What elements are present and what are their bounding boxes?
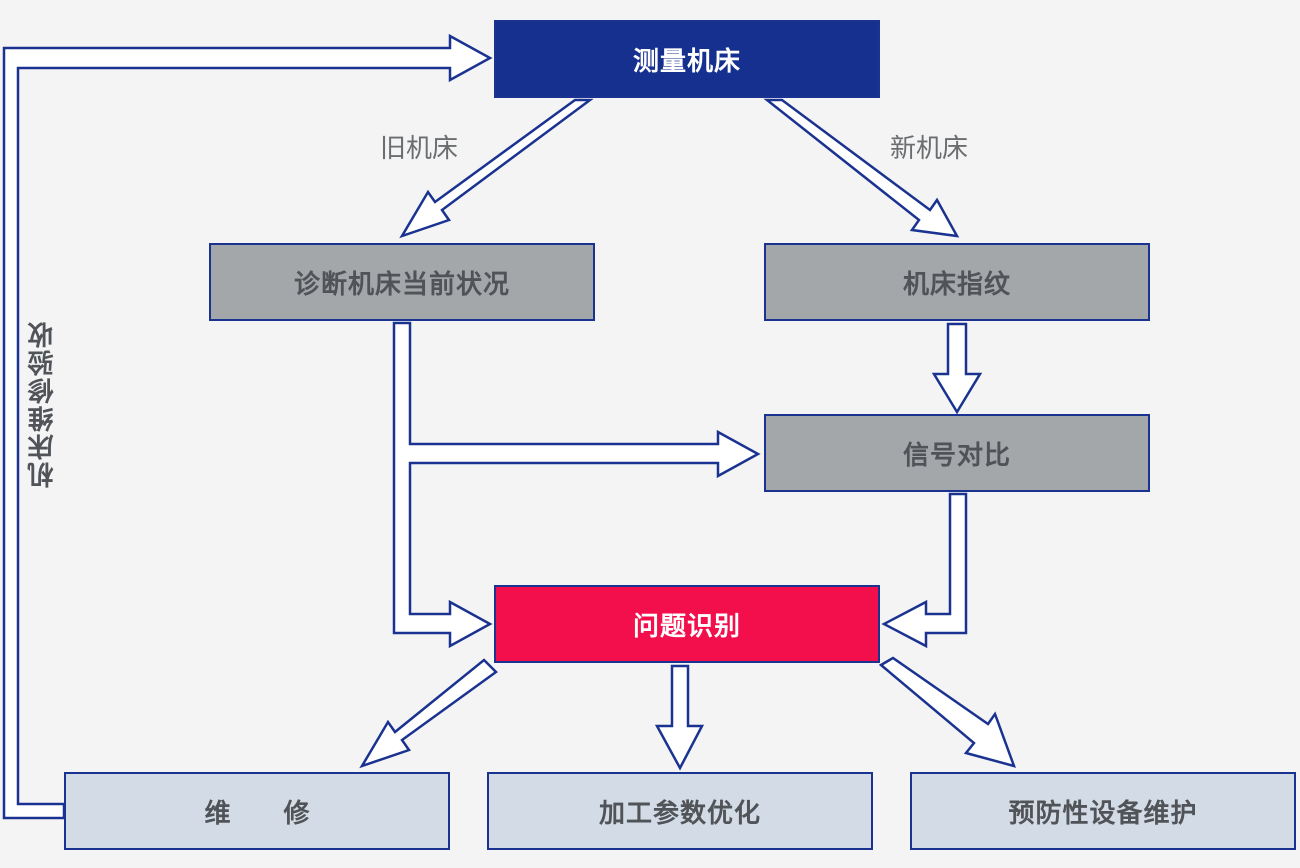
arrow-measure-to-fingerprint bbox=[763, 98, 960, 238]
param-optimize-node: 加工参数优化 bbox=[487, 772, 873, 850]
problem-identify-label: 问题识别 bbox=[632, 611, 741, 642]
arrow-identify-to-repair bbox=[359, 658, 498, 769]
arrow-compare-to-identify bbox=[881, 492, 968, 649]
preventive-maintenance-node: 预防性设备维护 bbox=[910, 772, 1296, 850]
arrow-measure-to-diagnose bbox=[399, 98, 594, 239]
fingerprint-label: 机床指纹 bbox=[902, 269, 1011, 300]
arrow-fingerprint-to-compare bbox=[931, 322, 983, 415]
param-optimize-label: 加工参数优化 bbox=[598, 798, 761, 829]
diagnose-label: 诊断机床当前状况 bbox=[293, 269, 510, 300]
repair-acceptance-label: 机床维修验收 bbox=[28, 320, 58, 488]
diagnose-node: 诊断机床当前状况 bbox=[209, 243, 595, 321]
signal-compare-label: 信号对比 bbox=[902, 440, 1011, 471]
repair-label: 维 修 bbox=[204, 798, 332, 829]
arrow-diagnose-branch bbox=[392, 321, 761, 649]
measure-machine-label: 测量机床 bbox=[632, 46, 741, 77]
preventive-maintenance-label: 预防性设备维护 bbox=[1008, 798, 1198, 829]
signal-compare-node: 信号对比 bbox=[764, 414, 1150, 492]
measure-machine-node: 测量机床 bbox=[494, 20, 880, 98]
arrow-feedback-loop bbox=[2, 33, 493, 820]
arrow-identify-to-maintenance bbox=[878, 656, 1017, 768]
fingerprint-node: 机床指纹 bbox=[764, 243, 1150, 321]
old-machine-label: 旧机床 bbox=[380, 134, 459, 164]
new-machine-label: 新机床 bbox=[890, 134, 969, 164]
repair-node: 维 修 bbox=[64, 772, 450, 850]
arrow-identify-to-params bbox=[654, 664, 705, 771]
problem-identify-node: 问题识别 bbox=[494, 585, 880, 663]
